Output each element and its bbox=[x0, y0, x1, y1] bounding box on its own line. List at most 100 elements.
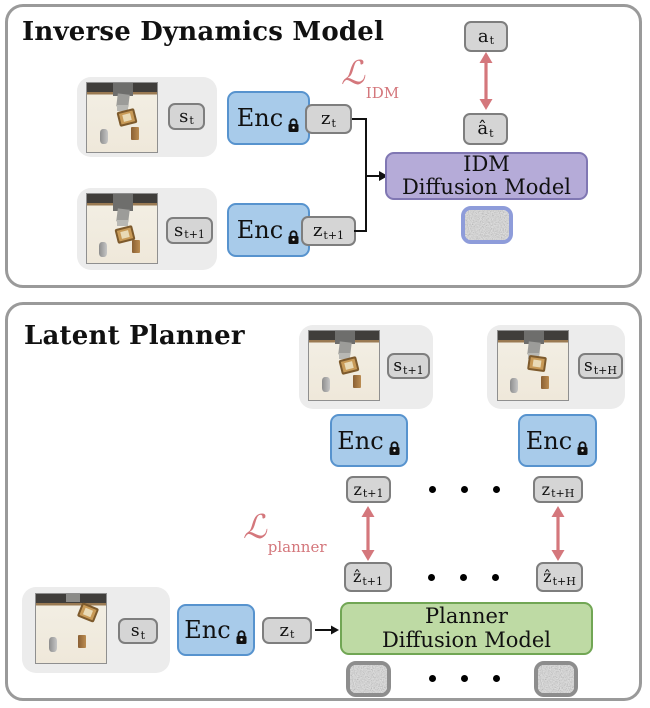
dot bbox=[428, 574, 435, 581]
encoder-box: Enc bbox=[227, 203, 310, 257]
arrow-right-icon bbox=[315, 625, 339, 635]
tag-sub: t bbox=[489, 34, 495, 47]
model-line2: Diffusion Model bbox=[381, 627, 552, 652]
cylinder-object bbox=[49, 637, 57, 652]
loss-sub: planner bbox=[267, 537, 327, 556]
tag-base: ẑ bbox=[352, 567, 362, 586]
held-block bbox=[116, 108, 138, 127]
model-line2: Diffusion Model bbox=[401, 175, 572, 199]
model-line1: IDM bbox=[463, 151, 510, 176]
lock-icon bbox=[576, 434, 589, 462]
lock-icon bbox=[287, 223, 300, 251]
block-object bbox=[132, 240, 140, 253]
ellipsis-dots bbox=[429, 486, 500, 493]
loss-double-arrow bbox=[361, 506, 375, 561]
robot-observation-image bbox=[35, 593, 107, 664]
tag-base: s bbox=[393, 355, 403, 376]
encoder-label: Enc bbox=[525, 426, 573, 455]
cylinder-object bbox=[510, 378, 518, 393]
dot bbox=[429, 486, 436, 493]
planner-diffusion-model-box: Planner Diffusion Model bbox=[340, 602, 593, 655]
loss-double-arrow bbox=[479, 52, 493, 110]
tag-base: a bbox=[477, 25, 489, 47]
tag-sub: t bbox=[290, 628, 295, 641]
loss-symbol: ℒ bbox=[341, 53, 365, 92]
tag-base: z bbox=[353, 479, 362, 499]
encoder-box: Enc bbox=[518, 414, 597, 467]
robot-observation-image bbox=[497, 330, 569, 401]
tag-sub: t+1 bbox=[184, 228, 205, 241]
lock-icon bbox=[388, 434, 401, 462]
tag-base: â bbox=[477, 118, 489, 139]
tag-sub: t bbox=[331, 116, 336, 130]
cylinder-object bbox=[99, 242, 107, 257]
loss-double-arrow bbox=[551, 506, 565, 561]
tag-base: z bbox=[279, 619, 290, 641]
model-line1: Planner bbox=[425, 604, 508, 629]
tag-base: s bbox=[174, 219, 184, 241]
ellipsis-dots bbox=[429, 675, 500, 682]
robot-observation-image bbox=[86, 193, 158, 264]
block-object bbox=[353, 375, 361, 388]
lock-icon bbox=[287, 111, 300, 139]
idm-panel-title: Inverse Dynamics Model bbox=[22, 17, 385, 47]
held-block bbox=[527, 354, 547, 373]
block-object bbox=[131, 127, 139, 140]
tag-base: s bbox=[130, 620, 140, 641]
lock-icon bbox=[235, 623, 248, 651]
encoder-box: Enc bbox=[330, 414, 408, 467]
dot bbox=[493, 675, 500, 682]
dot bbox=[461, 486, 468, 493]
robot-gripper bbox=[117, 105, 128, 111]
noise-patch bbox=[461, 206, 513, 244]
cylinder-object bbox=[100, 129, 108, 144]
block-object bbox=[78, 635, 86, 648]
robot-arm bbox=[113, 194, 133, 211]
tag-base: ẑ bbox=[543, 567, 552, 586]
tag-sub: t+1 bbox=[362, 574, 384, 588]
tag-base: z bbox=[541, 479, 551, 499]
dot bbox=[493, 486, 500, 493]
tag-sub: t+H bbox=[593, 363, 617, 377]
robot-gripper bbox=[339, 353, 350, 359]
tag-sub: t+H bbox=[552, 574, 576, 588]
held-block bbox=[76, 602, 100, 623]
dot bbox=[492, 574, 499, 581]
robot-gripper bbox=[117, 220, 128, 226]
tag-sub: t+H bbox=[551, 487, 575, 500]
robot-arm bbox=[66, 594, 80, 602]
dot bbox=[429, 675, 436, 682]
robot-arm bbox=[335, 331, 355, 344]
robot-observation-image bbox=[86, 82, 158, 153]
encoder-box: Enc bbox=[177, 604, 255, 656]
robot-observation-image bbox=[308, 330, 380, 401]
ellipsis-dots bbox=[428, 574, 499, 581]
encoder-label: Enc bbox=[236, 216, 284, 244]
noise-patch bbox=[534, 661, 578, 697]
planner-panel-title: Latent Planner bbox=[24, 321, 245, 351]
tag-sub: t+1 bbox=[323, 228, 345, 242]
encoder-label: Enc bbox=[337, 426, 384, 455]
tag-base: s bbox=[179, 105, 189, 127]
encoder-box: Enc bbox=[227, 91, 310, 145]
tag-sub: t+1 bbox=[362, 487, 384, 500]
robot-arm bbox=[524, 331, 544, 344]
planner-loss-label: ℒplanner bbox=[243, 510, 327, 554]
cylinder-object bbox=[322, 377, 330, 392]
tag-sub: t bbox=[489, 126, 494, 140]
